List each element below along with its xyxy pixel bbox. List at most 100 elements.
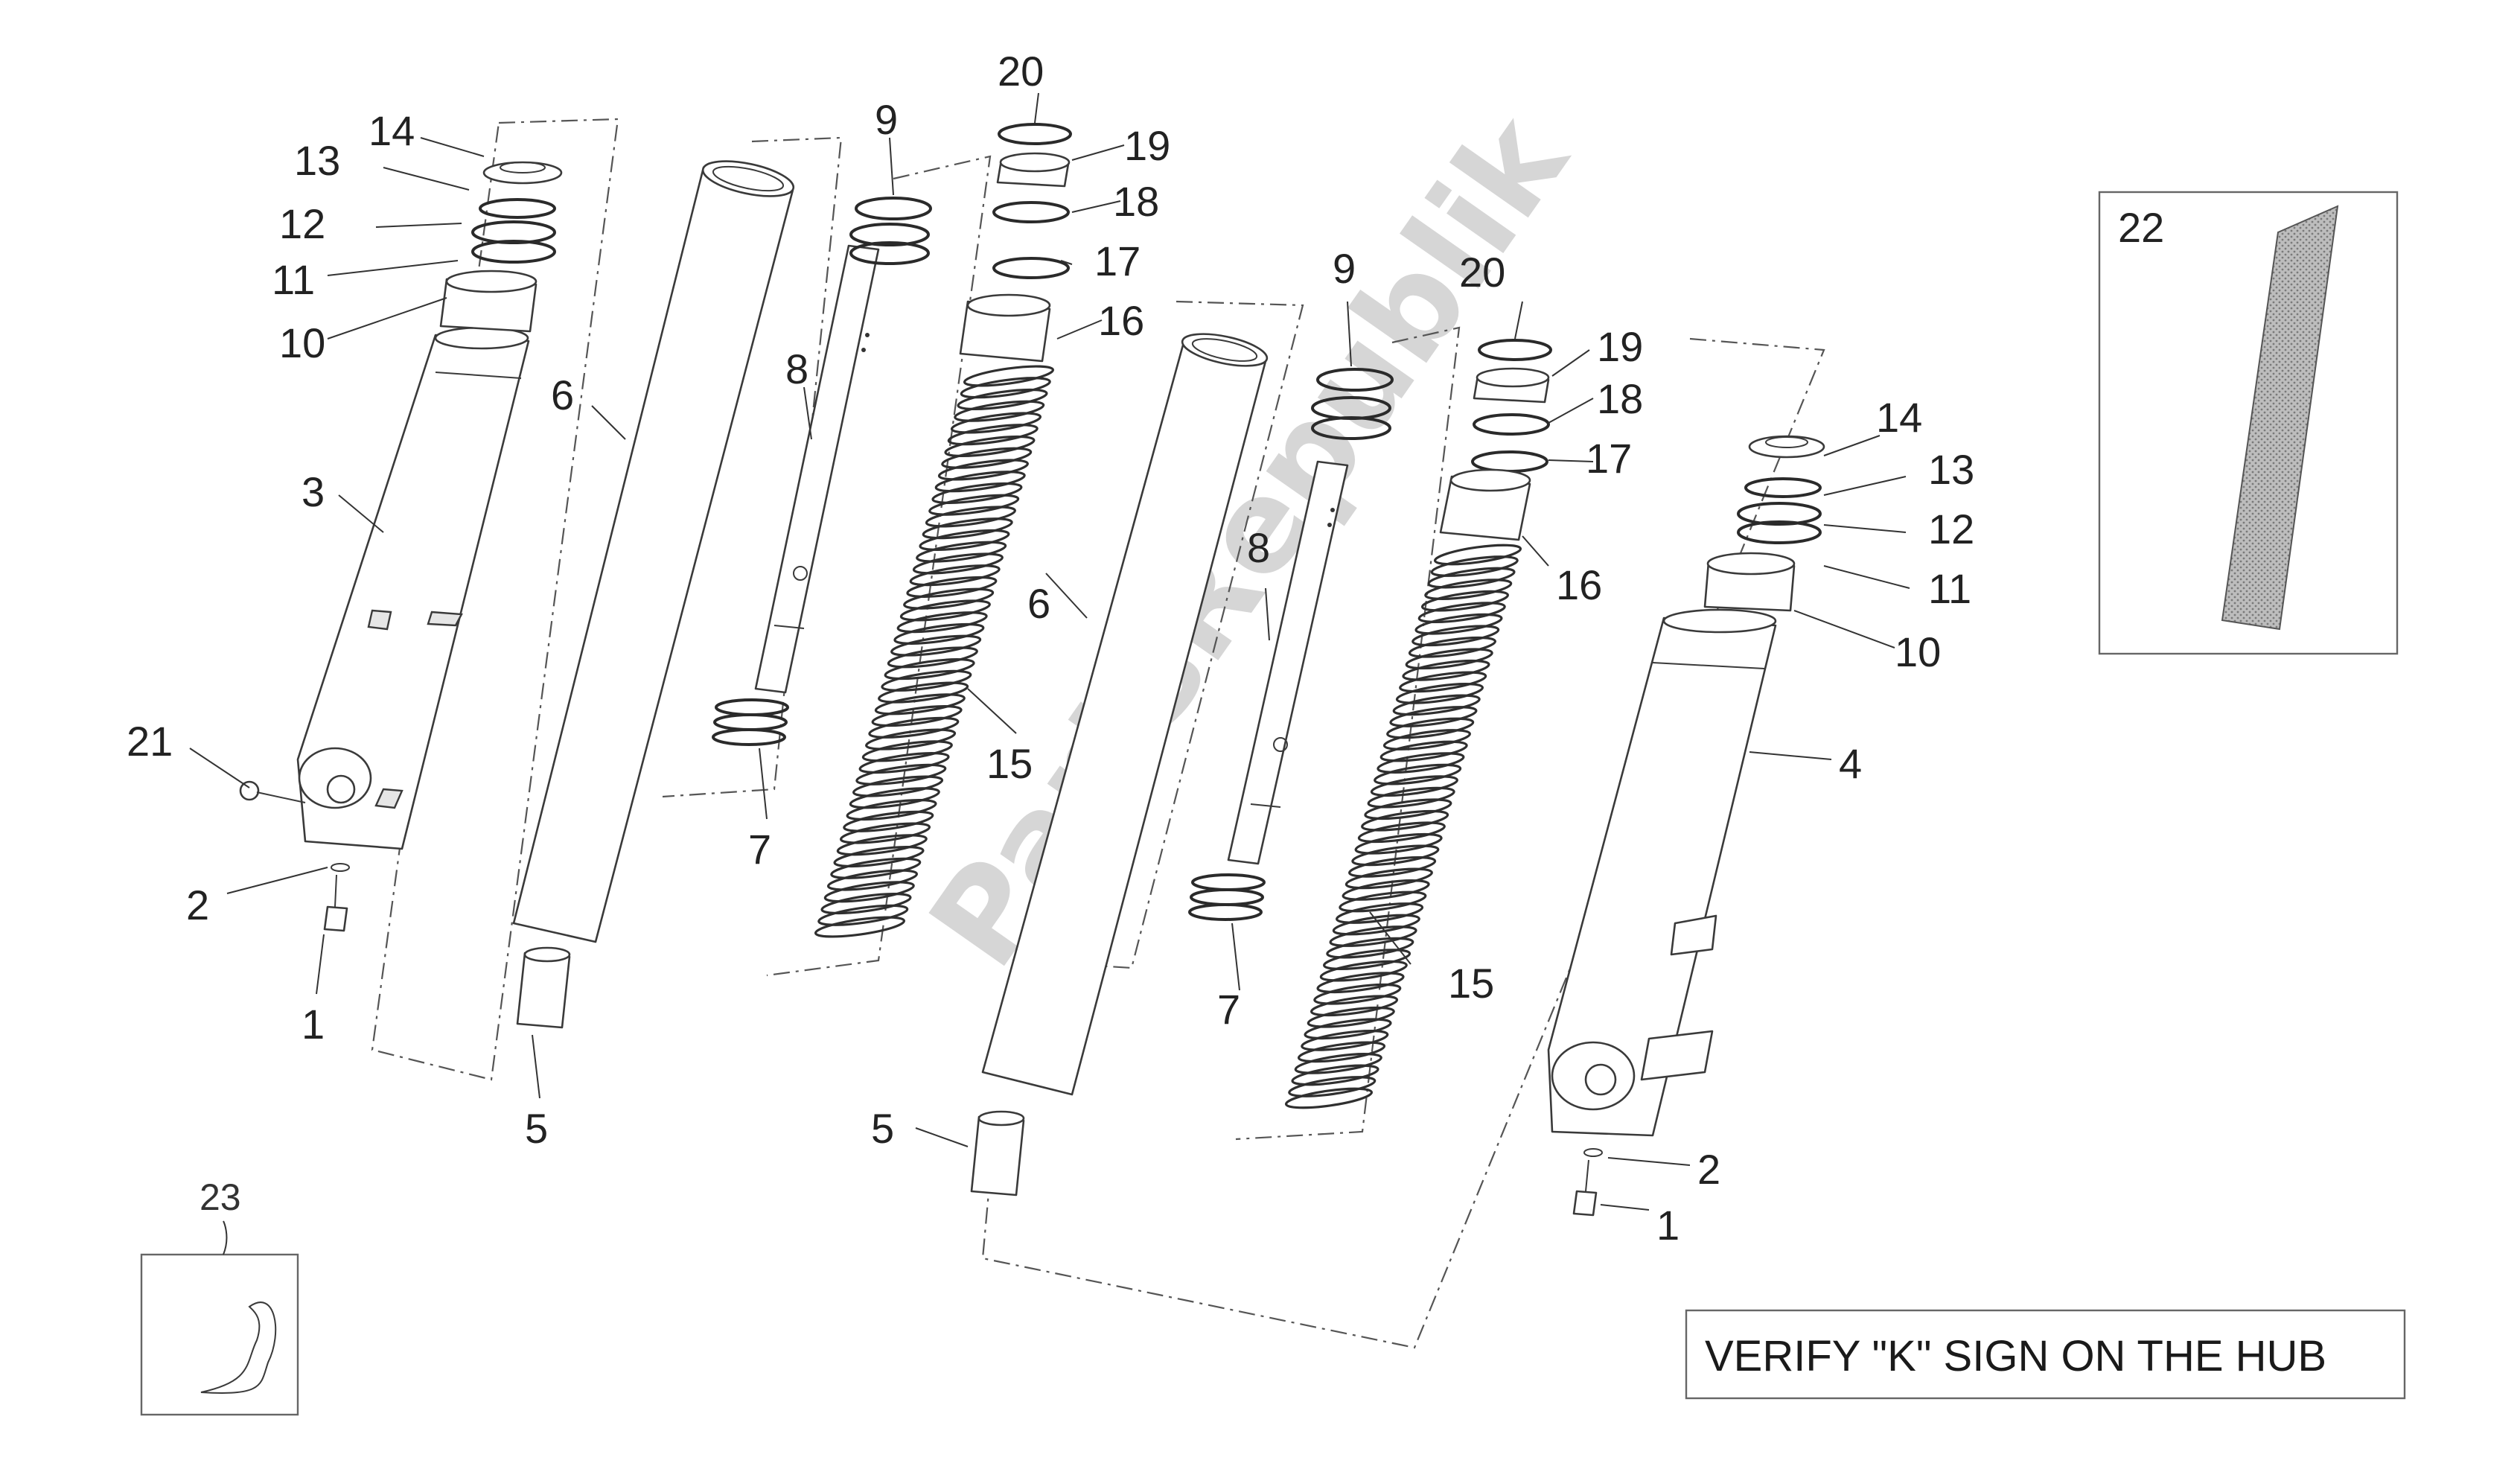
spring-coil xyxy=(1329,925,1417,947)
left-damper-rod xyxy=(754,197,932,694)
spring-coil xyxy=(1386,717,1475,739)
spring-coil xyxy=(903,587,995,610)
spring-coil xyxy=(1377,752,1465,774)
right-bolt-1-2 xyxy=(1572,1148,1603,1217)
right-cap-stack xyxy=(1439,339,1552,541)
spring-coil xyxy=(858,752,950,774)
spring-coil xyxy=(1284,1087,1374,1109)
callout-8-left: 8 xyxy=(785,345,808,392)
callout-12-right: 12 xyxy=(1928,506,1974,552)
spring-coil xyxy=(1344,867,1433,890)
left-frame-dash xyxy=(371,118,619,1081)
callout-18-left: 18 xyxy=(1113,178,1159,225)
spring-coil xyxy=(1288,1076,1377,1097)
callout-6-left: 6 xyxy=(551,372,574,418)
callout-5-left: 5 xyxy=(525,1105,548,1152)
callout-15-left: 15 xyxy=(986,740,1033,787)
callout-2-right: 2 xyxy=(1697,1146,1720,1193)
leader-lines xyxy=(189,92,1910,1255)
spring-coil xyxy=(1301,1029,1389,1051)
spring-coil xyxy=(868,716,960,739)
callout-17-left: 17 xyxy=(1094,238,1141,284)
callout-1-left: 1 xyxy=(302,1001,325,1048)
left-inner-tube xyxy=(512,160,795,943)
callout-13-left: 13 xyxy=(294,137,340,184)
left-fork-slider xyxy=(296,326,530,850)
spring-coil xyxy=(849,787,940,809)
spring-coil xyxy=(846,798,937,821)
callout-10-left: 10 xyxy=(279,319,325,366)
spring-coil xyxy=(963,365,1055,387)
part-23-box xyxy=(140,1253,299,1416)
spring-coil xyxy=(843,810,934,832)
spring-coil xyxy=(881,669,972,692)
spring-coil xyxy=(1433,544,1522,566)
spring-coil xyxy=(1408,636,1497,658)
spring-coil xyxy=(852,775,944,797)
left-small-spring xyxy=(712,698,789,746)
callout-22: 22 xyxy=(2118,204,2164,251)
spring-coil xyxy=(830,857,922,879)
callout-16-left: 16 xyxy=(1098,297,1144,344)
spring-coil xyxy=(874,693,966,716)
spring-coil xyxy=(1336,902,1424,924)
spring-coil xyxy=(1411,625,1500,647)
spring-coil xyxy=(871,705,963,727)
spring-coil xyxy=(865,728,957,751)
callout-2-left: 2 xyxy=(186,882,209,928)
spring-coil xyxy=(960,377,1051,399)
spring-coil xyxy=(1399,671,1487,693)
spring-coil xyxy=(1379,740,1468,762)
callout-17-right: 17 xyxy=(1586,435,1632,482)
spring-coil xyxy=(855,763,947,786)
spring-coil xyxy=(934,471,1026,493)
spring-coil xyxy=(1319,960,1408,982)
spring-coil xyxy=(1389,706,1478,727)
spring-coil xyxy=(941,447,1033,469)
spring-coil xyxy=(1382,729,1471,751)
callout-9-left: 9 xyxy=(875,96,898,143)
spring-coil xyxy=(919,529,1010,551)
note-text: VERIFY "K" SIGN ON THE HUB xyxy=(1705,1332,2326,1380)
spring-coil xyxy=(1351,844,1440,867)
spring-coil xyxy=(1424,579,1513,600)
spring-coil xyxy=(1313,983,1402,1005)
right-inner-tube xyxy=(981,333,1269,1096)
spring-coil xyxy=(1395,683,1484,704)
spring-coil xyxy=(884,658,975,681)
right-small-spring xyxy=(1188,873,1266,921)
spring-coil xyxy=(950,412,1042,434)
callout-15-right: 15 xyxy=(1448,960,1494,1007)
spring-coil xyxy=(899,599,991,622)
spring-coil xyxy=(814,916,906,938)
spring-coil xyxy=(1307,1006,1395,1028)
callout-19-right: 19 xyxy=(1597,323,1643,370)
spring-coil xyxy=(1417,602,1506,624)
spring-coil xyxy=(1370,775,1458,797)
spring-coil xyxy=(925,506,1016,528)
spring-coil xyxy=(1294,1053,1382,1074)
spring-coil xyxy=(896,611,988,634)
spring-coil xyxy=(947,424,1039,446)
spring-coil xyxy=(1414,613,1503,635)
spring-coil xyxy=(1361,809,1449,832)
callout-7-right: 7 xyxy=(1217,986,1240,1033)
spring-coil xyxy=(1316,972,1405,994)
spring-coil xyxy=(1339,890,1427,913)
spring-coil xyxy=(954,400,1045,422)
note-box: VERIFY "K" SIGN ON THE HUB xyxy=(1685,1309,2406,1400)
right-main-spring xyxy=(1284,544,1522,1109)
spring-coil xyxy=(944,435,1036,458)
spring-coil xyxy=(878,681,969,704)
spring-coil xyxy=(1392,694,1481,716)
spring-coil xyxy=(1323,949,1411,970)
left-bushing xyxy=(516,946,571,1029)
callout-14-right: 14 xyxy=(1876,394,1922,441)
spring-coil xyxy=(1402,659,1490,681)
spring-coil xyxy=(1326,937,1414,959)
spring-coil xyxy=(1405,648,1493,670)
callout-3: 3 xyxy=(302,468,325,515)
callout-5-right: 5 xyxy=(871,1105,894,1152)
spring-coil xyxy=(833,845,925,868)
